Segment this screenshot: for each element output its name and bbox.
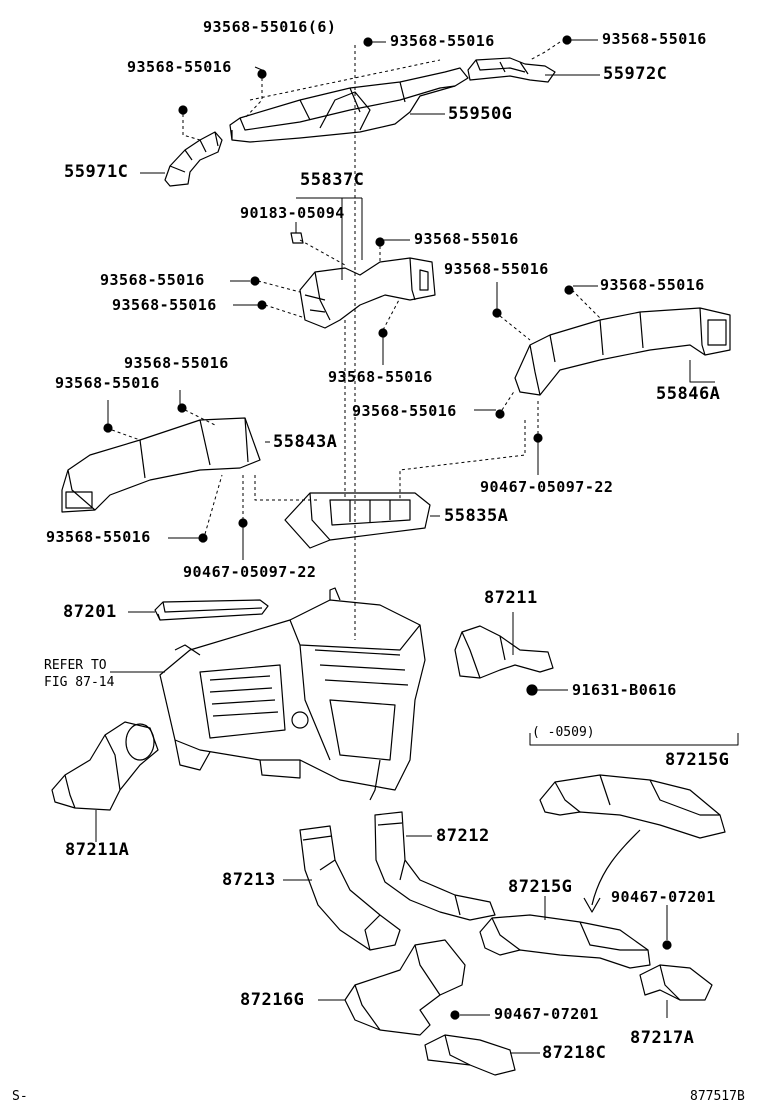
label-87215g-upper: 87215G xyxy=(665,750,730,770)
label-93568-55016-l: 93568-55016 xyxy=(352,402,457,420)
clips-center xyxy=(250,237,388,338)
filter-87201 xyxy=(154,599,269,621)
label-93568-55016-m: 93568-55016 xyxy=(46,528,151,546)
label-s: S- xyxy=(12,1089,28,1104)
label-93568-55016-i: 93568-55016 xyxy=(124,354,229,372)
label-87212: 87212 xyxy=(436,826,490,846)
duct-55843a xyxy=(61,417,261,513)
label-90467-05097-22-a: 90467-05097-22 xyxy=(480,478,614,496)
label-93568-55016-h: 93568-55016 xyxy=(112,296,217,314)
duct-55971c xyxy=(164,131,223,187)
label-87217a: 87217A xyxy=(630,1028,695,1048)
heater-unit xyxy=(159,587,426,801)
label-55846a: 55846A xyxy=(656,384,721,404)
clips-left xyxy=(103,403,248,543)
duct-87215g-lower xyxy=(479,914,651,969)
label-55971c: 55971C xyxy=(64,162,129,182)
duct-55972c xyxy=(467,57,556,83)
label-90183-05094: 90183-05094 xyxy=(240,204,345,222)
label-refer-to: REFER TO xyxy=(44,658,107,673)
duct-87211a xyxy=(51,721,159,811)
label-90467-07201-b: 90467-07201 xyxy=(494,1005,599,1023)
label-93568-55016-f: 93568-55016 xyxy=(100,271,205,289)
label-87213: 87213 xyxy=(222,870,276,890)
label-93568-55016-j: 93568-55016 xyxy=(328,368,433,386)
dotted-lines-top xyxy=(182,41,561,640)
duct-87211 xyxy=(454,625,554,679)
dotted-lines-right xyxy=(399,289,601,500)
label-55843a: 55843A xyxy=(273,432,338,452)
duct-55846a xyxy=(514,307,731,396)
label-93568-55016-e: 93568-55016 xyxy=(444,260,549,278)
clips-lower xyxy=(450,940,672,1020)
label-figure-id: 877517B xyxy=(690,1089,745,1104)
label-87218c: 87218C xyxy=(542,1043,607,1063)
duct-55950g xyxy=(229,67,469,143)
label-fig-87-14: FIG 87-14 xyxy=(44,675,115,690)
label-93568-55016-d: 93568-55016 xyxy=(414,230,519,248)
assembly-arrow xyxy=(583,829,641,913)
bracket-90183 xyxy=(290,232,304,244)
label-55972c: 55972C xyxy=(603,64,668,84)
label-55835a: 55835A xyxy=(444,506,509,526)
dotted-lines-left xyxy=(111,409,320,535)
duct-87213 xyxy=(299,825,401,951)
label-90467-05097-22-b: 90467-05097-22 xyxy=(183,563,317,581)
label-93568-55016-a: 93568-55016 xyxy=(390,32,495,50)
label-55950g: 55950G xyxy=(448,104,513,124)
duct-87215g-upper xyxy=(539,774,726,839)
label-date-range: ( -0509) xyxy=(532,725,595,740)
label-87215g-lower: 87215G xyxy=(508,877,573,897)
clip-87211 xyxy=(526,684,538,696)
label-93568-55016-6: 93568-55016(6) xyxy=(203,18,337,36)
bracket-87217a xyxy=(639,964,713,1001)
label-87216g: 87216G xyxy=(240,990,305,1010)
duct-87212 xyxy=(374,811,496,921)
label-93568-55016-b: 93568-55016 xyxy=(602,30,707,48)
bracket-87218c xyxy=(424,1034,516,1076)
clips-right xyxy=(492,285,574,443)
label-87211a: 87211A xyxy=(65,840,130,860)
label-87211: 87211 xyxy=(484,588,538,608)
label-93568-55016-c: 93568-55016 xyxy=(127,58,232,76)
label-90467-07201-a: 90467-07201 xyxy=(611,888,716,906)
clips-top xyxy=(178,35,572,115)
label-87201: 87201 xyxy=(63,602,117,622)
dotted-lines-center xyxy=(257,239,401,500)
label-93568-55016-g: 93568-55016 xyxy=(600,276,705,294)
label-55837c: 55837C xyxy=(300,170,365,190)
duct-55837c xyxy=(299,257,436,329)
duct-87216g xyxy=(344,939,466,1036)
label-91631-b0616: 91631-B0616 xyxy=(572,681,677,699)
register-55835a xyxy=(284,492,431,549)
label-93568-55016-k: 93568-55016 xyxy=(55,374,160,392)
leader-lines xyxy=(95,39,739,1054)
